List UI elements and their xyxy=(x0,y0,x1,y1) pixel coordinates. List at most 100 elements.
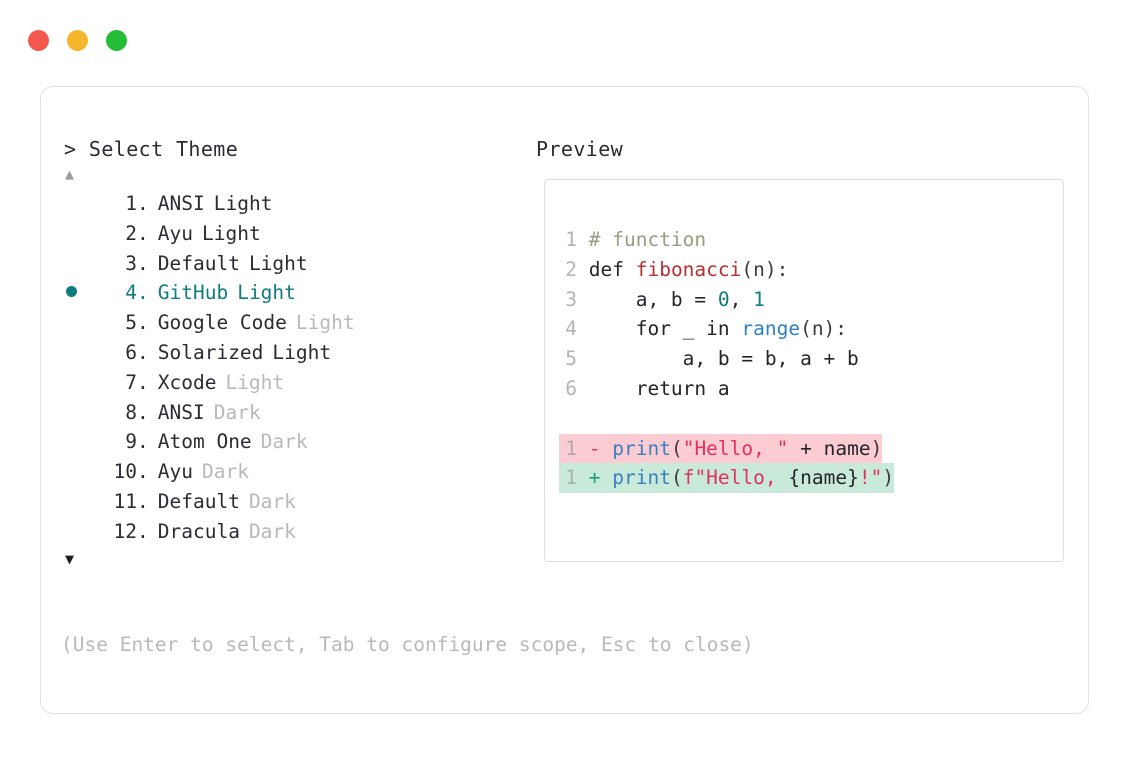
theme-list-item[interactable]: 11. Default Dark xyxy=(61,490,511,520)
theme-index-separator: . xyxy=(137,221,149,245)
theme-name: GitHub xyxy=(157,281,229,305)
code-line: 4 for _ in range(n): xyxy=(559,314,1063,344)
theme-index-separator: . xyxy=(137,281,149,305)
code-token: f"Hello, xyxy=(682,466,789,490)
theme-variant: Light xyxy=(248,251,308,275)
scroll-up-icon[interactable]: ▲ xyxy=(65,165,75,183)
theme-index-separator: . xyxy=(137,192,149,215)
theme-index: 8 xyxy=(125,400,137,424)
code-token: "Hello, " xyxy=(682,436,789,460)
theme-index-separator: . xyxy=(137,460,149,484)
code-token: fibonacci xyxy=(635,257,742,281)
theme-index-separator: . xyxy=(137,519,149,543)
theme-name: Google Code xyxy=(157,311,287,335)
selection-bullet-icon xyxy=(61,286,93,302)
theme-name: Ayu xyxy=(157,460,193,484)
theme-list-item[interactable]: 2. Ayu Light xyxy=(61,222,511,252)
theme-index: 2 xyxy=(125,221,137,245)
theme-index-separator: . xyxy=(137,370,149,394)
code-token: 1 xyxy=(753,287,765,311)
theme-name: Solarized xyxy=(157,340,264,364)
code-line: 1 # function xyxy=(559,225,1063,255)
keyboard-hint: (Use Enter to select, Tab to configure s… xyxy=(61,633,754,656)
theme-index-separator: . xyxy=(137,400,149,424)
theme-variant: Light xyxy=(225,370,285,394)
code-token: return a xyxy=(588,376,730,400)
theme-list-item[interactable]: 6. Solarized Light xyxy=(61,341,511,371)
code-blank-line xyxy=(559,404,1063,434)
theme-name: Atom One xyxy=(157,430,252,454)
theme-variant: Dark xyxy=(213,400,261,424)
line-number: 4 xyxy=(565,317,577,341)
code-line: 2 def fibonacci(n): xyxy=(559,255,1063,285)
theme-list-item[interactable]: 4. GitHub Light xyxy=(61,281,511,311)
line-number: 1 xyxy=(565,466,577,490)
minimize-dot[interactable] xyxy=(67,30,88,51)
theme-name: Default xyxy=(157,251,240,275)
code-token: print xyxy=(612,436,671,460)
theme-variant: Dark xyxy=(248,489,296,513)
theme-index: 3 xyxy=(125,251,137,275)
diff-added-line: 1 + print(f"Hello, {name}!") xyxy=(559,463,895,494)
theme-name: Ayu xyxy=(157,221,193,245)
theme-variant: Light xyxy=(295,311,355,335)
theme-index: 4 xyxy=(125,281,137,305)
theme-index-separator: . xyxy=(137,340,149,364)
code-token: def xyxy=(588,257,636,281)
close-dot[interactable] xyxy=(28,30,49,51)
theme-index: 9 xyxy=(125,430,137,454)
preview-header: Preview xyxy=(536,137,624,161)
page-title: > Select Theme xyxy=(64,137,239,161)
theme-list-item[interactable]: 8. ANSI Dark xyxy=(61,401,511,431)
code-token: a, b = b, a + b xyxy=(588,347,859,371)
theme-list-item[interactable]: 9. Atom One Dark xyxy=(61,430,511,460)
code-token: {name} xyxy=(788,466,859,490)
code-token: (n): xyxy=(741,257,789,281)
theme-index: 12 xyxy=(113,519,137,543)
theme-variant: Light xyxy=(272,340,332,364)
line-number: 1 xyxy=(565,228,577,251)
theme-index-separator: . xyxy=(137,251,149,275)
theme-variant: Dark xyxy=(260,430,308,454)
theme-list-item[interactable]: 3. Default Light xyxy=(61,252,511,282)
code-token: + name xyxy=(788,436,871,460)
code-token: ) xyxy=(870,436,883,460)
code-token: !" xyxy=(858,466,883,490)
theme-index: 6 xyxy=(125,340,137,364)
theme-name: Default xyxy=(157,489,240,513)
theme-index: 11 xyxy=(113,489,137,513)
scroll-down-icon[interactable]: ▼ xyxy=(65,549,75,568)
line-number: 5 xyxy=(565,347,577,371)
code-token: range xyxy=(741,317,801,341)
code-token: for _ in xyxy=(588,317,742,341)
code-token: ( xyxy=(670,466,683,490)
line-number: 2 xyxy=(565,257,577,281)
theme-index: 7 xyxy=(125,370,137,394)
theme-index: 1 xyxy=(125,192,137,215)
line-number: 3 xyxy=(565,287,577,311)
diff-plus-sign: + xyxy=(588,466,601,490)
code-token: , xyxy=(729,287,754,311)
code-token: a, b = xyxy=(588,287,718,311)
theme-index-separator: . xyxy=(137,311,149,335)
code-token: ) xyxy=(882,466,895,490)
theme-index-separator: . xyxy=(137,489,149,513)
theme-variant: Light xyxy=(237,281,296,305)
code-line: 6 return a xyxy=(559,374,1063,404)
code-token: ( xyxy=(670,436,683,460)
theme-name: ANSI xyxy=(157,400,205,424)
window-titlebar xyxy=(28,30,127,51)
diff-minus-sign: - xyxy=(588,436,601,460)
theme-index-separator: . xyxy=(137,430,149,454)
theme-variant: Light xyxy=(201,221,261,245)
theme-name: Dracula xyxy=(157,519,240,543)
maximize-dot[interactable] xyxy=(106,30,127,51)
